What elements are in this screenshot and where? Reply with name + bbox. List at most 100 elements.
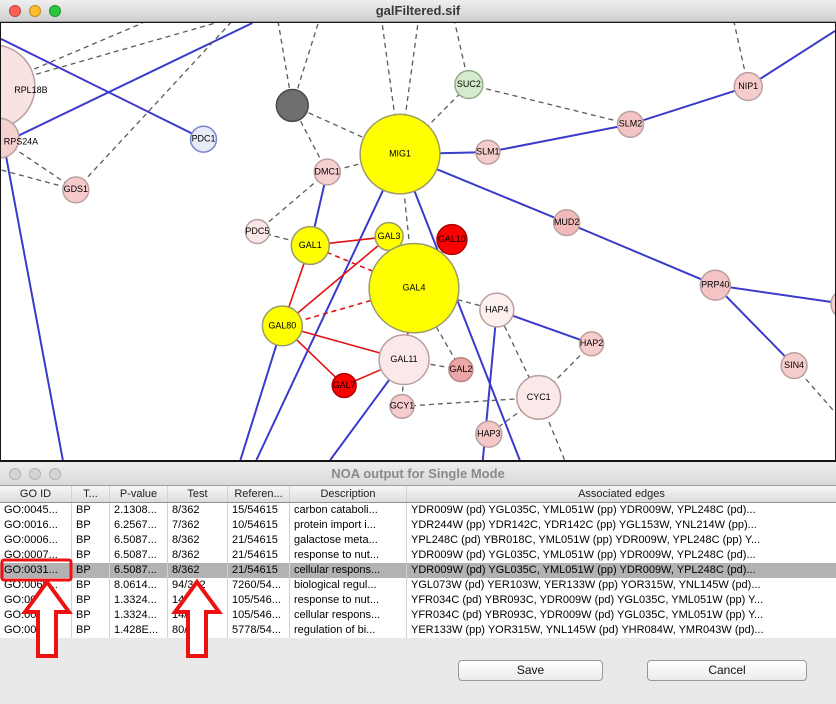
node-label: CYC1 (527, 392, 551, 402)
network-node-mig1[interactable] (359, 113, 441, 195)
network-node-cyc1[interactable] (516, 374, 562, 421)
network-edge[interactable] (401, 396, 539, 408)
network-edge[interactable] (566, 221, 716, 287)
cell-p-value: 1.3324... (110, 593, 168, 608)
node-label: GAL3 (378, 231, 401, 241)
network-node-node_gray[interactable] (275, 88, 310, 123)
network-node-gal4[interactable] (368, 242, 460, 334)
node-label: HAP4 (485, 304, 508, 314)
network-edge[interactable] (413, 287, 462, 370)
network-edge[interactable] (630, 85, 749, 126)
network-node-pdc5[interactable] (244, 218, 271, 245)
network-node-gal10[interactable] (436, 223, 468, 256)
network-edge[interactable] (1, 38, 204, 141)
network-node-pdc1[interactable] (189, 125, 218, 153)
network-node-node_edge_r[interactable] (830, 289, 835, 319)
network-node-suc2[interactable] (454, 69, 484, 100)
network-node-gal2[interactable] (448, 356, 474, 383)
network-edge[interactable] (468, 83, 631, 125)
network-edge[interactable] (75, 23, 231, 191)
column-header[interactable]: T... (72, 486, 110, 502)
zoom-button[interactable] (49, 467, 61, 480)
network-node-nip1[interactable] (733, 71, 763, 102)
network-node-gal80[interactable] (261, 305, 304, 347)
network-edge[interactable] (256, 171, 328, 233)
network-node-gcy1[interactable] (389, 393, 415, 420)
network-edge[interactable] (1, 138, 77, 191)
cell-go-id: GO:0031... (0, 608, 72, 623)
network-edge[interactable] (399, 84, 470, 155)
node-label: GAL4 (403, 283, 426, 293)
cell-reference: 105/546... (228, 608, 290, 623)
network-node-gal1[interactable] (290, 225, 330, 266)
column-header[interactable]: P-value (110, 486, 168, 502)
minimize-button[interactable] (29, 467, 41, 480)
network-node-hap3[interactable] (475, 420, 503, 448)
network-edge[interactable] (399, 153, 521, 460)
column-header[interactable]: Test (168, 486, 228, 502)
column-header[interactable]: Associated edges (578, 488, 665, 500)
network-edge[interactable] (239, 325, 284, 460)
network-edge[interactable] (715, 284, 835, 304)
network-node-slm2[interactable] (616, 110, 645, 138)
cell-test: 7/362 (168, 518, 228, 533)
network-node-mud2[interactable] (552, 208, 581, 237)
network-node-gal7[interactable] (331, 372, 357, 399)
network-edge[interactable] (487, 123, 631, 154)
network-node-hap4[interactable] (479, 292, 515, 328)
node-label: GAL1 (299, 240, 322, 250)
node-label: NIP1 (738, 81, 758, 91)
cell-p-value: 6.5087... (110, 563, 168, 578)
node-label: GDS1 (64, 184, 88, 194)
cell-test: 14/362 (168, 608, 228, 623)
column-header[interactable]: Referen... (228, 486, 290, 502)
network-edge[interactable] (281, 235, 390, 327)
minimize-button[interactable] (29, 4, 41, 17)
node-label: MIG1 (389, 148, 411, 158)
network-node-hap2[interactable] (578, 331, 605, 357)
cancel-button[interactable]: Cancel (647, 660, 807, 681)
close-button[interactable] (9, 467, 21, 480)
node-label: DMC1 (315, 166, 340, 176)
network-edge[interactable] (8, 23, 253, 142)
cell-test: 8/362 (168, 548, 228, 563)
column-header[interactable]: Description (290, 486, 407, 502)
network-edge[interactable] (255, 153, 401, 460)
save-button[interactable]: Save (458, 660, 603, 681)
cell-p-value: 1.3324... (110, 608, 168, 623)
close-button[interactable] (9, 4, 21, 17)
network-node-dmc1[interactable] (313, 158, 341, 186)
network-node-gds1[interactable] (62, 176, 90, 204)
cell-test: 94/362 (168, 578, 228, 593)
cell-test: 80/362 (168, 623, 228, 638)
network-node-gal11[interactable] (378, 334, 430, 386)
network-edge[interactable] (292, 104, 401, 155)
node-label: GAL10 (438, 234, 466, 244)
network-node-prp40[interactable] (699, 269, 731, 301)
network-edge[interactable] (747, 30, 835, 88)
cell-type: BP (72, 518, 110, 533)
node-label: GAL2 (449, 364, 472, 374)
zoom-button[interactable] (49, 4, 61, 17)
cell-go-id: GO:0006... (0, 533, 72, 548)
network-node-slm1[interactable] (475, 139, 501, 165)
column-header[interactable]: GO ID (0, 486, 72, 502)
cell-p-value: 1.428E... (110, 623, 168, 638)
network-node-rps24a[interactable] (1, 117, 20, 159)
network-edge[interactable] (291, 23, 319, 106)
network-edge[interactable] (714, 284, 795, 367)
network-window-titlebar: galFiltered.sif (0, 0, 836, 22)
network-node-rpl18b[interactable] (1, 44, 36, 129)
network-node-sin4[interactable] (780, 351, 808, 380)
